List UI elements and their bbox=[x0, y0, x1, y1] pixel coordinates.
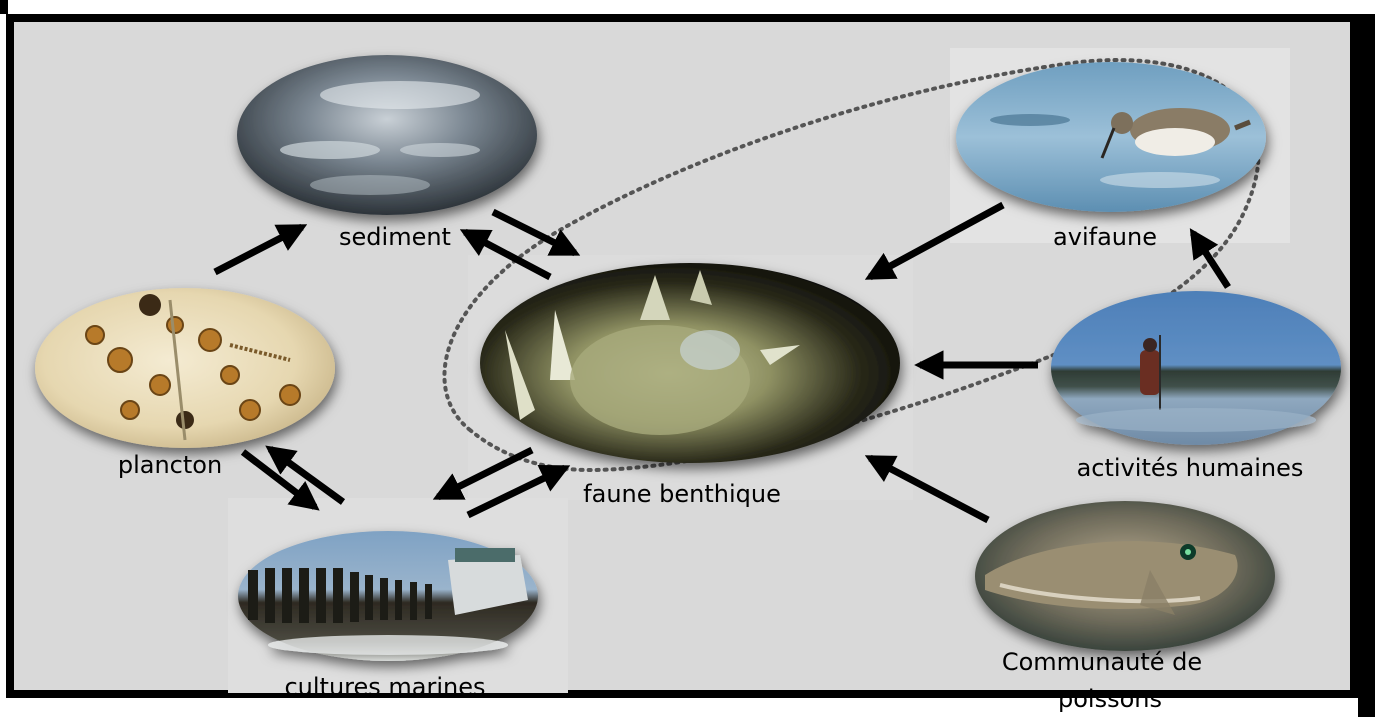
arrow-activites-to-avifaune bbox=[1193, 233, 1228, 287]
label-sediment: sediment bbox=[339, 223, 451, 251]
label-communaute-poissons-line2: poissons bbox=[1058, 685, 1162, 713]
arrow-plancton-to-sediment bbox=[215, 227, 302, 272]
poissons-photo bbox=[975, 501, 1275, 651]
avifaune-photo bbox=[956, 62, 1266, 212]
label-communaute-poissons-line1: Communauté de bbox=[1002, 648, 1202, 676]
faune-benthique-photo bbox=[480, 263, 900, 463]
label-plancton: plancton bbox=[118, 451, 222, 479]
sediment-photo bbox=[237, 55, 537, 215]
cultures-marines-photo bbox=[238, 531, 538, 661]
arrow-cultures-to-plancton bbox=[270, 449, 343, 502]
label-avifaune: avifaune bbox=[1053, 223, 1157, 251]
label-cultures-marines: cultures marines bbox=[284, 673, 485, 701]
arrow-plancton-to-cultures bbox=[243, 452, 315, 507]
arrow-avifaune-to-benthique bbox=[870, 205, 1003, 277]
arrow-benthique-to-sediment bbox=[465, 232, 550, 277]
label-faune-benthique: faune benthique bbox=[583, 480, 781, 508]
plancton-photo bbox=[35, 288, 335, 448]
activites-humaines-photo bbox=[1051, 291, 1341, 445]
label-activites-humaines: activités humaines bbox=[1077, 454, 1304, 482]
arrow-poissons-to-benthique bbox=[870, 458, 988, 520]
